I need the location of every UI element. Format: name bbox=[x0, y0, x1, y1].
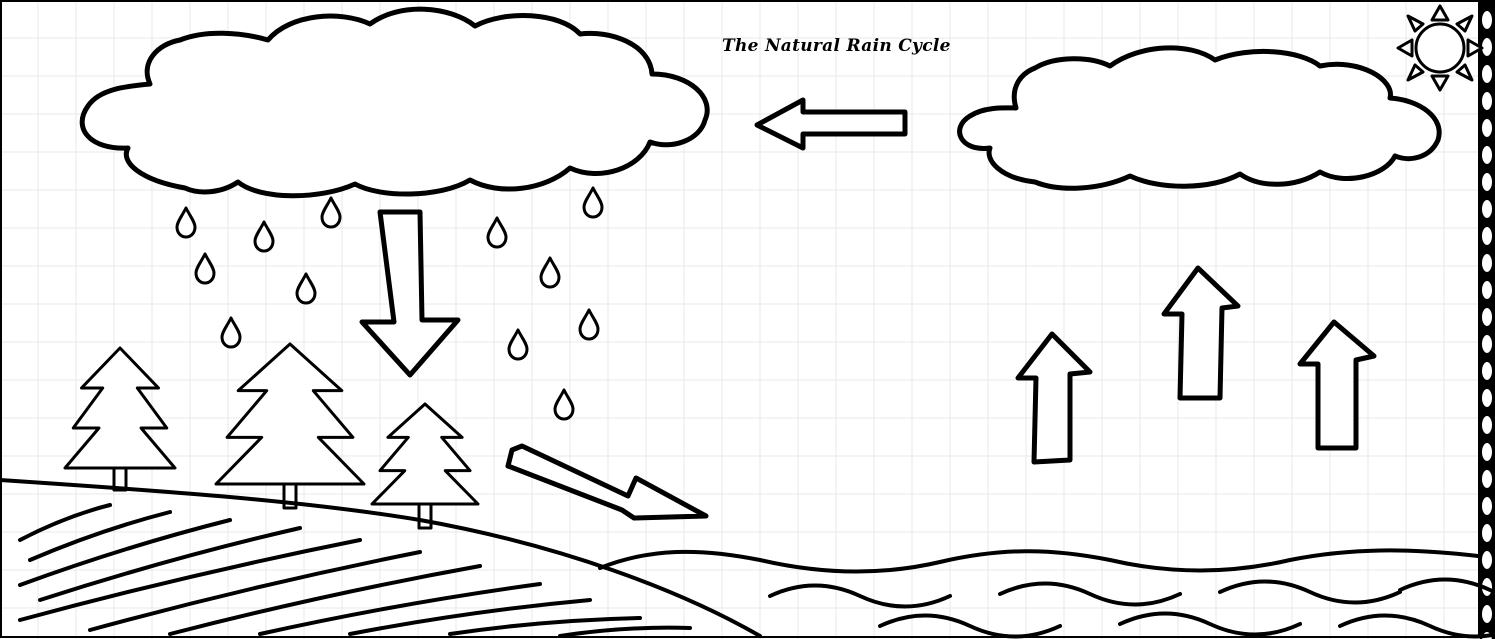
binding-ring bbox=[1481, 496, 1493, 516]
raindrop-icon bbox=[255, 222, 273, 251]
raindrop-icon bbox=[580, 310, 598, 339]
evaporation-cloud-icon bbox=[960, 48, 1440, 188]
rain-cloud-icon bbox=[82, 9, 707, 196]
evaporation-arrow-icon bbox=[1300, 322, 1374, 448]
binding-ring bbox=[1481, 523, 1493, 543]
sun-icon bbox=[1398, 6, 1482, 90]
binding-ring bbox=[1481, 361, 1493, 381]
condensation-arrow-icon bbox=[757, 100, 905, 148]
water-surface-line bbox=[600, 550, 1478, 571]
binding-ring bbox=[1481, 64, 1493, 84]
raindrop-icon bbox=[177, 208, 195, 237]
notebook-binding bbox=[1480, 0, 1495, 639]
tree-icon bbox=[372, 404, 478, 528]
binding-ring bbox=[1481, 91, 1493, 111]
binding-ring bbox=[1481, 469, 1493, 489]
binding-ring bbox=[1481, 334, 1493, 354]
binding-ring bbox=[1481, 388, 1493, 408]
binding-ring bbox=[1481, 442, 1493, 462]
raindrop-icon bbox=[222, 318, 240, 347]
wave-icon bbox=[1120, 614, 1300, 635]
raindrop-icon bbox=[509, 330, 527, 359]
hatch-line bbox=[560, 628, 690, 636]
raindrop-icon bbox=[541, 258, 559, 287]
binding-ring bbox=[1481, 253, 1493, 273]
binding-ring bbox=[1481, 415, 1493, 435]
precipitation-arrow-icon bbox=[362, 212, 458, 375]
binding-ring bbox=[1481, 226, 1493, 246]
binding-ring bbox=[1481, 172, 1493, 192]
binding-ring bbox=[1481, 199, 1493, 219]
binding-ring bbox=[1481, 145, 1493, 165]
binding-ring bbox=[1481, 550, 1493, 570]
wave-icon bbox=[1340, 616, 1495, 637]
binding-ring bbox=[1481, 604, 1493, 624]
evaporation-arrow-icon bbox=[1164, 268, 1238, 398]
binding-ring bbox=[1481, 280, 1493, 300]
binding-ring bbox=[1481, 118, 1493, 138]
wave-icon bbox=[770, 586, 950, 607]
raindrop-icon bbox=[322, 198, 340, 227]
binding-ring bbox=[1481, 10, 1493, 30]
hatch-line bbox=[350, 600, 590, 634]
raindrop-icon bbox=[584, 188, 602, 217]
raindrop-icon bbox=[297, 274, 315, 303]
raindrop-icon bbox=[488, 218, 506, 247]
wave-icon bbox=[1000, 584, 1180, 605]
evaporation-arrow-icon bbox=[1018, 334, 1090, 462]
tree-icon bbox=[65, 348, 175, 490]
raindrop-icon bbox=[196, 254, 214, 283]
wave-icon bbox=[1220, 582, 1400, 603]
wave-icon bbox=[880, 616, 1060, 637]
hatch-line bbox=[30, 512, 170, 560]
runoff-arrow-icon bbox=[508, 446, 706, 518]
diagram-title: The Natural Rain Cycle bbox=[722, 36, 951, 56]
binding-ring bbox=[1481, 307, 1493, 327]
